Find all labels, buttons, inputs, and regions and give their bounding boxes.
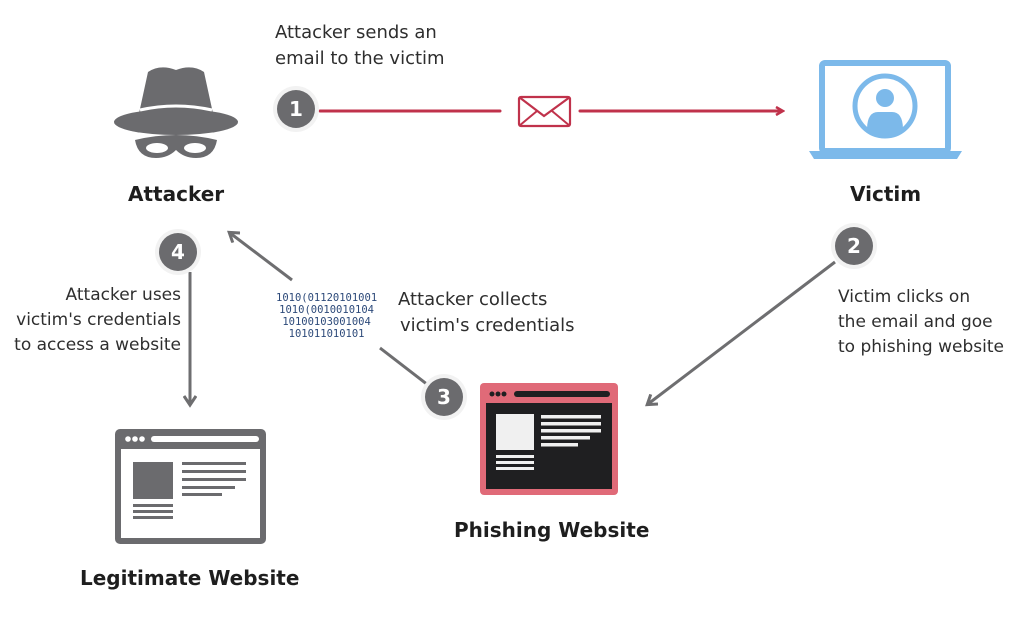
step-3-line: victim's credentials — [400, 315, 575, 336]
step2-arrow — [648, 260, 836, 404]
step-4-line: to access a website — [14, 335, 181, 355]
step-2-line: the email and goe — [838, 312, 993, 332]
step-4-badge: 4 — [159, 233, 197, 271]
phishing-browser-icon — [480, 383, 618, 495]
binary-line: 10100103001004 — [282, 316, 371, 328]
step-3-badge: 3 — [425, 378, 463, 416]
step-1-line: email to the victim — [275, 48, 445, 69]
envelope-icon — [517, 95, 572, 128]
step-2-line: to phishing website — [838, 337, 1004, 357]
step3-arrow-lower — [379, 346, 429, 387]
step-4-line: victim's credentials — [16, 310, 181, 330]
step-4-description: Attacker uses victim's credentials to ac… — [14, 283, 181, 358]
step-2-badge: 2 — [835, 227, 873, 265]
victim-label: Victim — [850, 182, 922, 206]
step-1-description: Attacker sends an email to the victim — [275, 20, 445, 72]
step-3-description: Attacker collects victim's credentials — [398, 287, 575, 339]
step-1-line: Attacker sends an — [275, 22, 437, 43]
binary-line: 101011010101 — [288, 328, 365, 340]
step-3-line: Attacker collects — [398, 289, 548, 310]
step-2-line: Victim clicks on — [838, 287, 971, 307]
laptop-user-icon — [809, 60, 962, 159]
legitimate-website-label: Legitimate Website — [80, 566, 300, 590]
binary-line: 1010(0010010104 — [279, 304, 374, 316]
step-2-description: Victim clicks on the email and goe to ph… — [838, 285, 1004, 360]
binary-data-graphic: 1010(01120101001 1010(0010010104 1010010… — [276, 292, 377, 340]
step-4-line: Attacker uses — [65, 285, 181, 305]
binary-line: 1010(01120101001 — [276, 292, 378, 304]
step3-arrow-upper — [230, 233, 293, 282]
spy-hat-mask-icon — [114, 67, 238, 158]
legitimate-browser-icon — [115, 429, 266, 544]
attacker-label: Attacker — [128, 182, 225, 206]
step-1-badge: 1 — [277, 90, 315, 128]
phishing-website-label: Phishing Website — [454, 518, 650, 542]
